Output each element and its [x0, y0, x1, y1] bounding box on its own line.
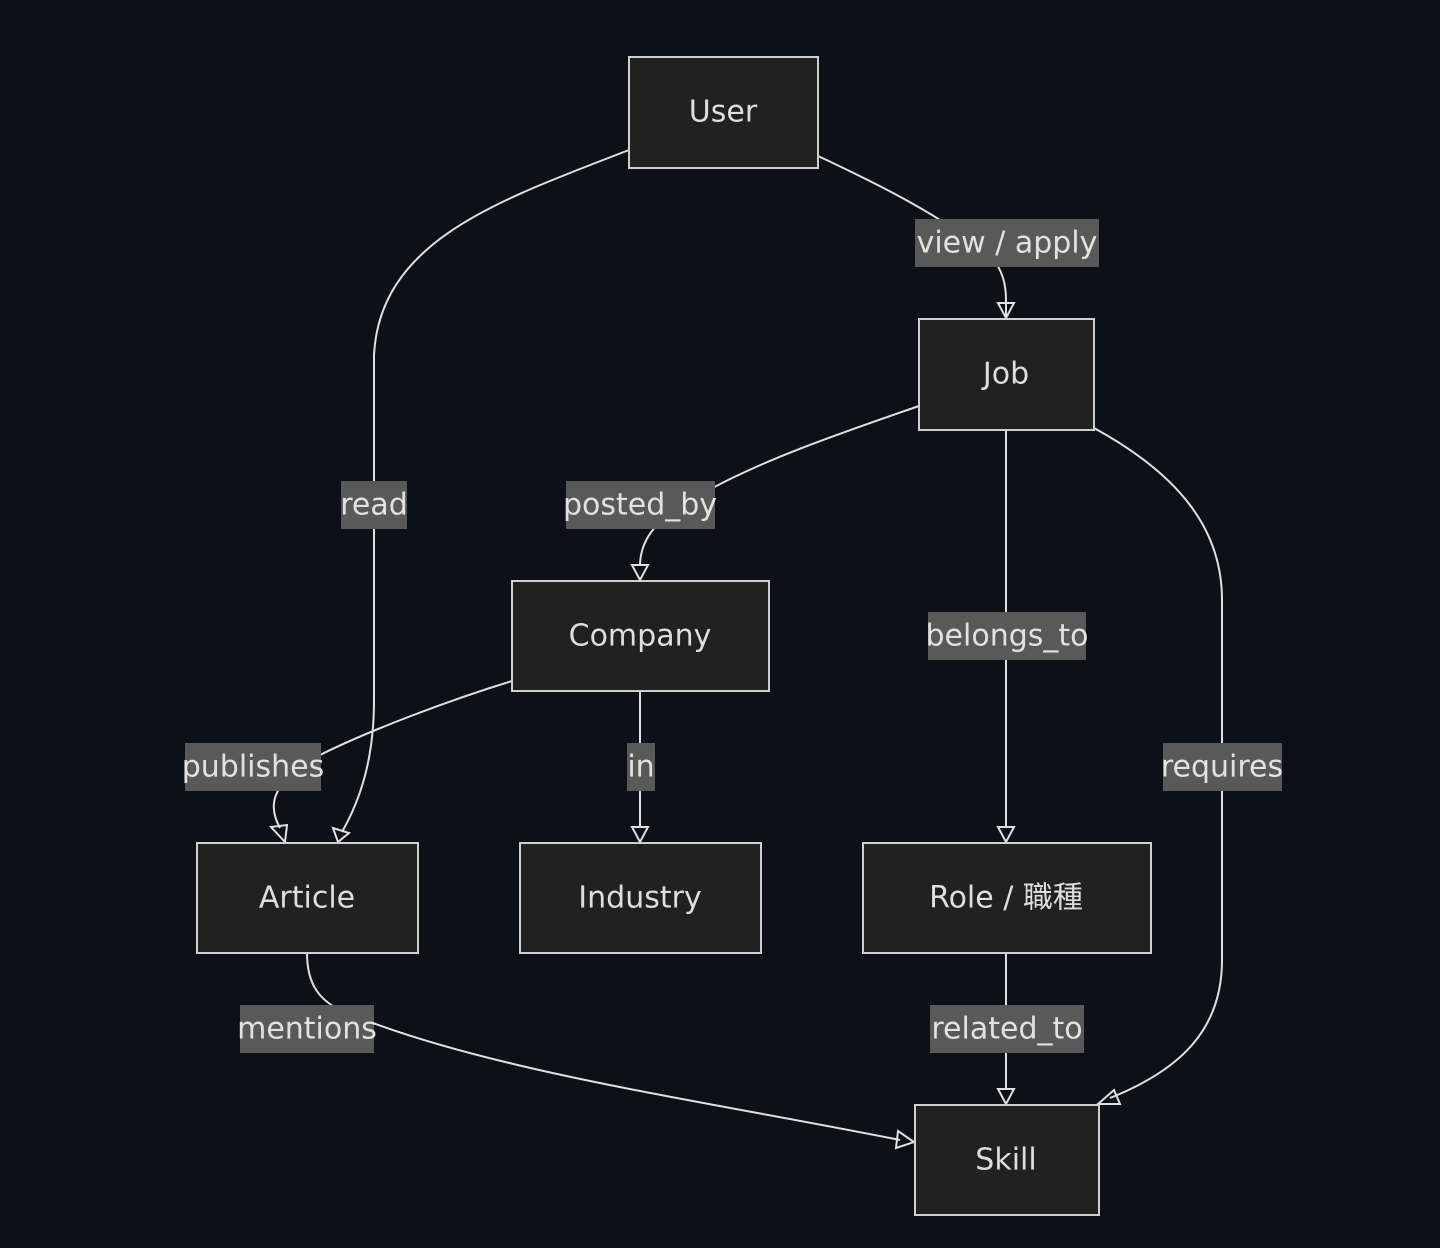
edge-user-article: [331, 149, 630, 844]
edge-label-read: read: [340, 481, 408, 529]
edge-label-in: in: [627, 743, 655, 791]
edge-job-company: [630, 405, 920, 583]
edge-path-job-company: [639, 405, 920, 567]
node-label: Industry: [578, 881, 701, 916]
node-role[interactable]: Role / 職種: [862, 842, 1152, 954]
node-label: Company: [569, 619, 712, 654]
arrowhead-icon: [996, 826, 1016, 845]
edge-label-view-apply: view / apply: [915, 219, 1099, 267]
arrowhead-icon: [630, 826, 650, 845]
node-article[interactable]: Article: [196, 842, 419, 954]
edge-path-company-article: [272, 680, 513, 829]
edge-label-text: read: [340, 488, 408, 523]
node-company[interactable]: Company: [511, 580, 770, 692]
node-label: Skill: [975, 1143, 1036, 1178]
node-job[interactable]: Job: [918, 318, 1095, 431]
node-label: Role / 職種: [929, 881, 1083, 916]
edge-label-text: related_to: [931, 1012, 1082, 1047]
edge-path-job-skill: [1093, 427, 1223, 1099]
arrowhead-icon: [331, 826, 352, 844]
edge-label-text: mentions: [237, 1012, 377, 1047]
edge-label-text: requires: [1161, 750, 1283, 785]
edge-label-related-to: related_to: [930, 1005, 1084, 1053]
edge-company-article: [268, 680, 513, 845]
node-industry[interactable]: Industry: [519, 842, 762, 954]
arrowhead-icon: [894, 1129, 917, 1150]
edge-path-article-skill: [306, 952, 901, 1141]
arrowhead-icon: [268, 823, 289, 845]
edge-job-skill: [1093, 427, 1223, 1105]
node-skill[interactable]: Skill: [914, 1104, 1100, 1216]
node-label: Article: [259, 881, 355, 916]
edge-label-mentions: mentions: [237, 1005, 377, 1053]
node-label: Job: [981, 357, 1029, 392]
node-user[interactable]: User: [628, 56, 819, 169]
edge-label-text: in: [627, 750, 654, 785]
edge-label-text: posted_by: [563, 488, 717, 523]
edge-label-belongs-to: belongs_to: [926, 612, 1089, 660]
arrowhead-icon: [1095, 1088, 1122, 1105]
arrowhead-icon: [630, 564, 650, 583]
edge-label-text: belongs_to: [926, 619, 1089, 654]
edge-path-user-article: [341, 149, 630, 833]
edge-label-publishes: publishes: [182, 743, 325, 791]
arrowhead-icon: [996, 302, 1016, 321]
node-label: User: [689, 95, 758, 130]
edge-label-text: publishes: [182, 750, 325, 785]
edge-label-requires: requires: [1161, 743, 1283, 791]
edge-article-skill: [306, 952, 917, 1150]
edge-label-posted-by: posted_by: [563, 481, 717, 529]
arrowhead-icon: [996, 1088, 1016, 1107]
edge-label-text: view / apply: [917, 226, 1098, 261]
